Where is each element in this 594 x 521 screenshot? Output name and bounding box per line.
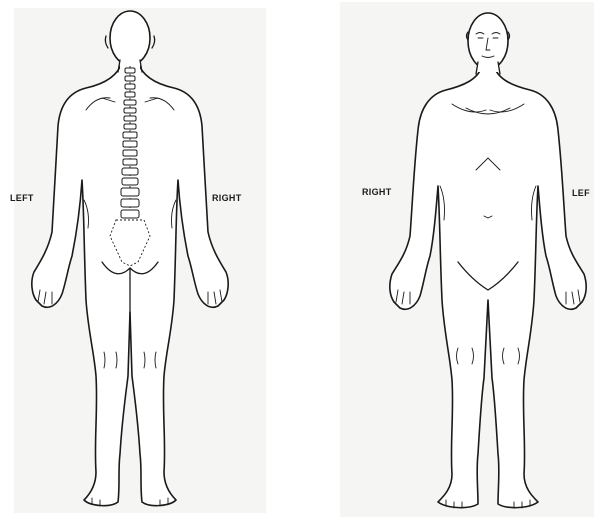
- front-view-figure: [390, 13, 586, 508]
- back-view-figure: [32, 11, 228, 506]
- front-head: [468, 13, 508, 69]
- back-view-left-label: LEFT: [10, 193, 34, 203]
- back-view-right-label: RIGHT: [212, 193, 242, 203]
- back-head: [110, 11, 150, 65]
- front-view-right-label: RIGHT: [362, 187, 392, 197]
- front-view-left-label: LEF: [572, 188, 590, 198]
- front-body-outline: [390, 66, 586, 508]
